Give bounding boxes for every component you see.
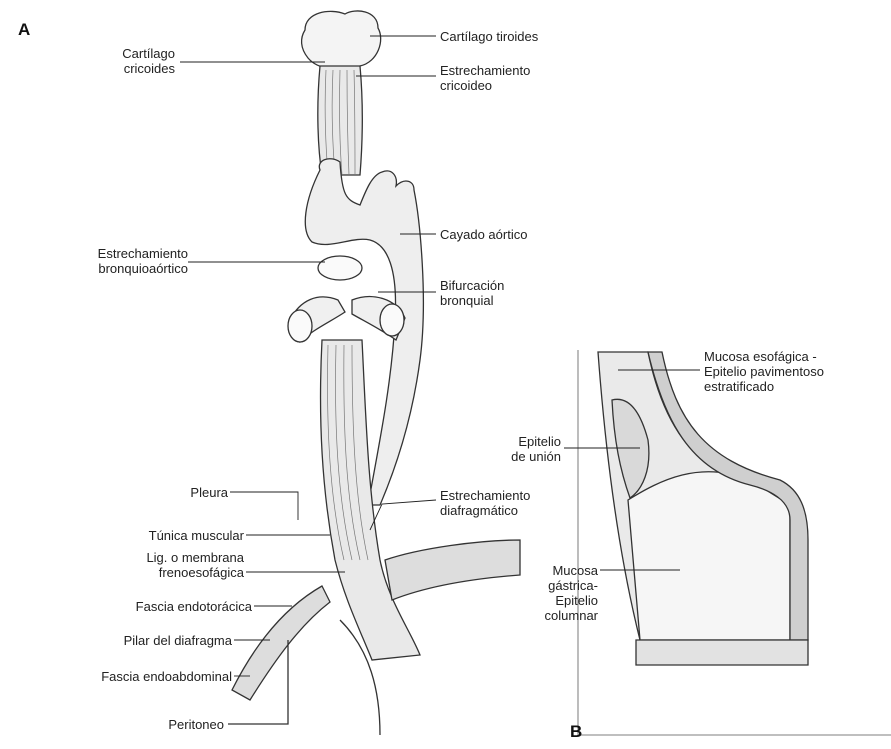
label-mucosa-esofagica: Mucosa esofágica - Epitelio pavimentoso … [704,349,824,394]
gastric-base [636,640,808,665]
label-pilar-diafragma: Pilar del diafragma [124,633,232,648]
diaphragm-right [385,540,520,600]
label-tunica-muscular: Túnica muscular [149,528,244,543]
bronchus-ring-right [380,304,404,336]
gastric-mucosa-area [628,472,790,640]
label-pleura: Pleura [190,485,228,500]
label-lig-membrana: Lig. o membrana frenoesofágica [146,550,244,580]
label-estrechamiento-cricoideo: Estrechamiento cricoideo [440,63,530,93]
label-bifurcacion-bronquial: Bifurcación bronquial [440,278,504,308]
label-cartilago-tiroides: Cartílago tiroides [440,29,538,44]
bronchus-ring-left [288,310,312,342]
label-fascia-endoabdominal: Fascia endoabdominal [101,669,232,684]
panel-label-a: A [18,20,30,40]
label-epitelio-union: Epitelio de unión [511,434,561,464]
trachea-ring [318,256,362,280]
panel-label-b: B [570,722,582,742]
label-cartilago-cricoides: Cartílago cricoides [122,46,175,76]
label-mucosa-gastrica: Mucosa gástrica- Epitelio columnar [545,563,598,623]
leader-pleura [230,492,298,520]
label-cayado-aortico: Cayado aórtico [440,227,527,242]
label-fascia-endotoracica: Fascia endotorácica [136,599,252,614]
label-estrechamiento-bronquioaortico: Estrechamiento bronquioaórtico [98,246,188,276]
thyroid-cartilage-shape [302,11,381,69]
label-peritoneo: Peritoneo [168,717,224,732]
label-estrechamiento-diafragmatico: Estrechamiento diafragmático [440,488,530,518]
